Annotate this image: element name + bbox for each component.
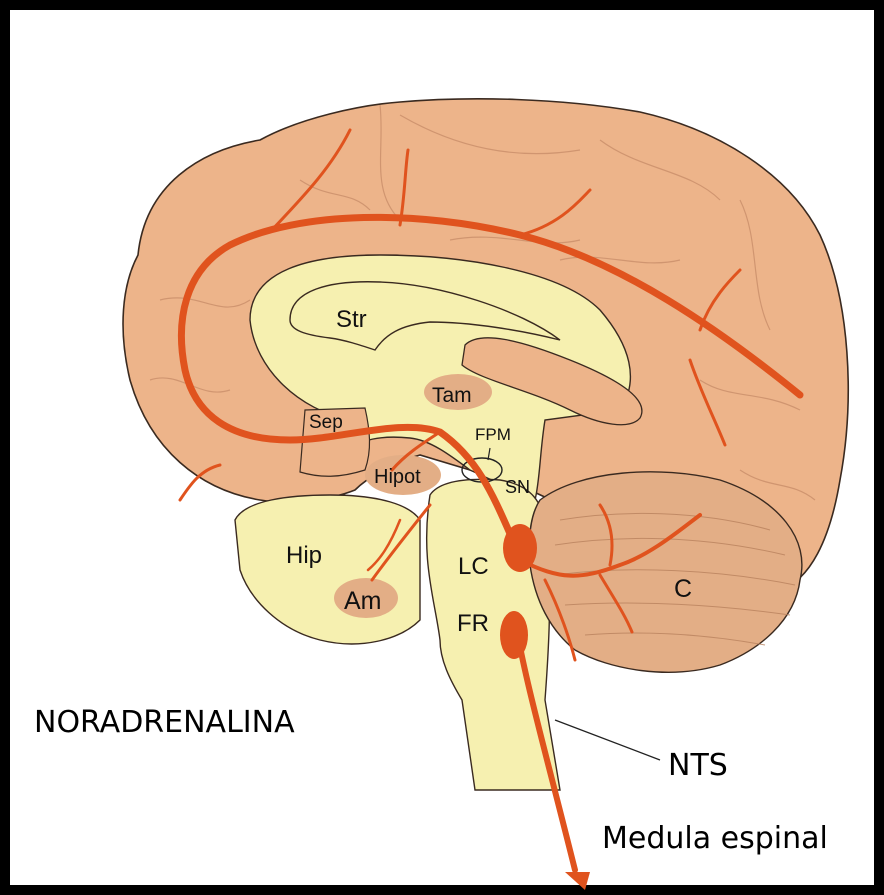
label-hip: Hip bbox=[286, 542, 322, 569]
label-lc: LC bbox=[458, 553, 489, 580]
nts-pointer bbox=[555, 720, 660, 760]
diagram-title: NORADRENALINA bbox=[34, 705, 295, 740]
label-tam: Tam bbox=[432, 384, 472, 407]
label-fr: FR bbox=[457, 610, 489, 637]
label-str: Str bbox=[336, 306, 367, 333]
label-fpm: FPM bbox=[475, 425, 511, 444]
label-sn: SN bbox=[505, 477, 530, 497]
spinal-arrowhead bbox=[565, 872, 590, 890]
lc-bulb bbox=[503, 524, 537, 572]
label-c: C bbox=[674, 575, 692, 603]
label-hipot: Hipot bbox=[374, 466, 421, 488]
fr-bulb bbox=[500, 611, 528, 659]
label-am: Am bbox=[344, 587, 382, 615]
hippocampal-region bbox=[235, 495, 420, 644]
label-sep: Sep bbox=[309, 412, 343, 433]
label-nts: NTS bbox=[668, 748, 728, 783]
label-medula: Medula espinal bbox=[602, 821, 828, 856]
